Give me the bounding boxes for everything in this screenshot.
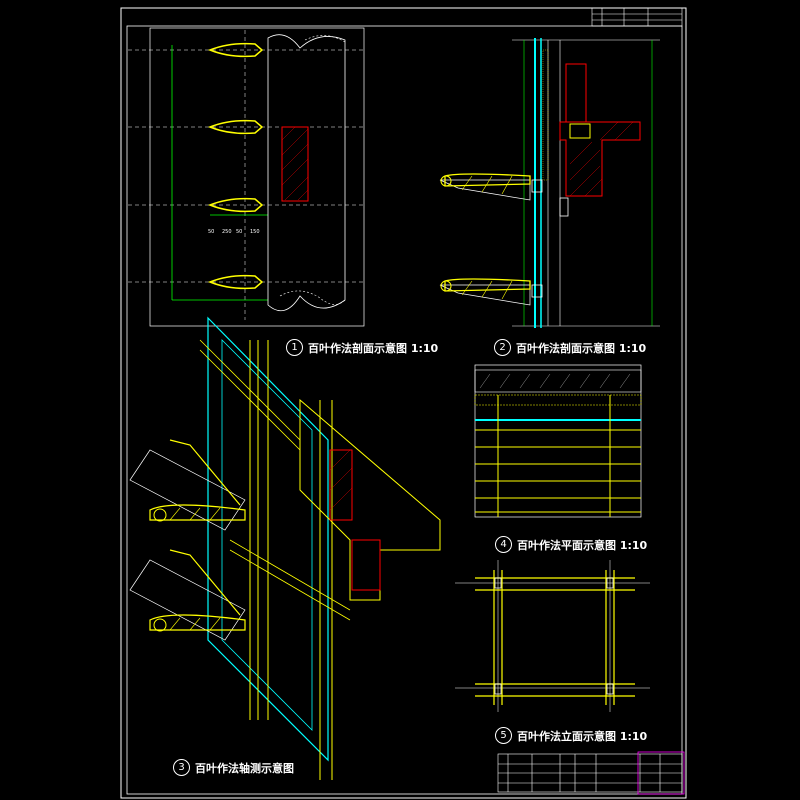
- caption-title: 百叶作法立面示意图 1:10: [517, 729, 648, 743]
- elevation-drawing: [455, 560, 650, 712]
- dimension-50-b: 50: [236, 229, 242, 235]
- dimension-50-a: 50: [208, 229, 214, 235]
- caption-title: 百叶作法轴测示意图: [195, 761, 294, 775]
- dimension-250: 250: [222, 229, 232, 235]
- caption-elevation: 5 百叶作法立面示意图 1:10: [495, 727, 647, 744]
- caption-title: 百叶作法平面示意图 1:10: [517, 538, 648, 552]
- axonometric-drawing: [129, 316, 441, 780]
- plan-drawing: [474, 364, 642, 518]
- caption-number: 4: [495, 536, 512, 553]
- caption-number: 3: [173, 759, 190, 776]
- caption-section-1: 1 百叶作法剖面示意图 1:10: [286, 339, 438, 356]
- caption-section-2: 2 百叶作法剖面示意图 1:10: [494, 339, 646, 356]
- caption-axonometric: 3 百叶作法轴测示意图: [173, 759, 294, 776]
- outer-frame: [120, 7, 687, 799]
- title-block: [497, 753, 683, 793]
- dimension-150: 150: [250, 229, 260, 235]
- caption-title: 百叶作法剖面示意图 1:10: [516, 341, 647, 355]
- revision-block: [591, 7, 683, 27]
- section-1-drawing: [128, 27, 365, 327]
- caption-number: 5: [495, 727, 512, 744]
- inner-frame: [126, 25, 683, 795]
- caption-plan: 4 百叶作法平面示意图 1:10: [495, 536, 647, 553]
- caption-number: 1: [286, 339, 303, 356]
- caption-number: 2: [494, 339, 511, 356]
- caption-title: 百叶作法剖面示意图 1:10: [308, 341, 439, 355]
- section-2-drawing: [439, 38, 660, 328]
